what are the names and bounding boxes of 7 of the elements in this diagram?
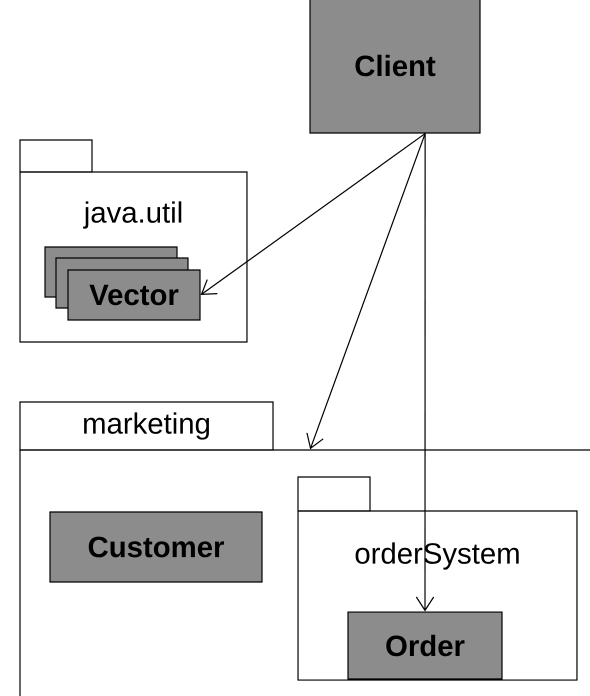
class-box: Customer <box>49 511 263 583</box>
dependency-arrow <box>200 133 426 295</box>
class-box: Order <box>347 611 503 680</box>
class-stack: Vector <box>44 246 201 321</box>
dependency-arrow <box>416 134 434 612</box>
dependency-arrow <box>306 133 426 450</box>
class-box: Client <box>309 0 481 134</box>
